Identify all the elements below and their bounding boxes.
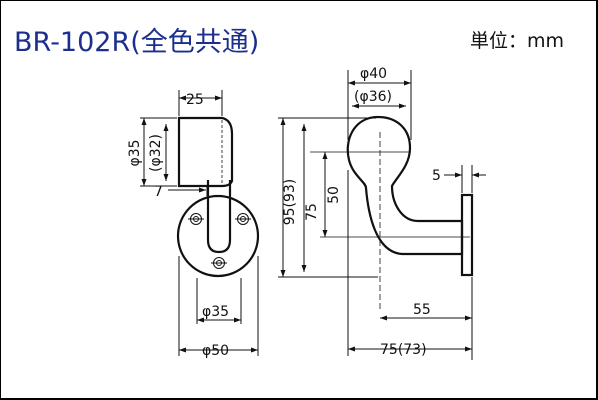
side-mid-height-label: 75	[304, 203, 320, 221]
front-height-label: φ35	[127, 139, 143, 166]
front-width-label: 25	[186, 92, 204, 108]
side-reach-label: 55	[413, 302, 431, 318]
product-title: BR-102R(全色共通)	[14, 27, 260, 58]
side-wall-plate	[460, 193, 474, 277]
front-base-disc	[176, 194, 260, 278]
dim-side-total-height	[278, 117, 378, 278]
front-screw-hole-left	[188, 213, 204, 225]
front-height-sub-label: (φ32)	[148, 134, 164, 172]
side-total-height-label: 95(93)	[282, 179, 298, 226]
front-head	[177, 116, 234, 188]
front-base-label: φ50	[202, 343, 229, 359]
side-width-label: φ40	[360, 66, 387, 82]
dim-side-plate	[444, 165, 486, 193]
dim-front-offset	[168, 186, 208, 196]
side-total-depth-label: 75(73)	[380, 342, 427, 358]
front-offset-label: 7	[154, 184, 163, 200]
dim-front-width	[178, 90, 223, 116]
dim-side-width	[347, 70, 412, 140]
unit-label: 単位：mm	[470, 30, 565, 52]
dim-front-base	[178, 256, 259, 356]
side-view: φ40 (φ36) 5	[278, 66, 486, 360]
front-stem	[206, 180, 232, 254]
dim-side-total-depth	[347, 170, 472, 356]
front-screw-hole-right	[235, 213, 251, 225]
side-plate-label: 5	[432, 168, 441, 184]
side-bracket-body	[346, 115, 464, 256]
side-inner-height-label: 50	[326, 186, 342, 204]
dim-front-stem	[196, 278, 242, 324]
side-width-sub-label: (φ36)	[354, 89, 392, 105]
front-screw-hole-bottom	[211, 257, 227, 269]
dim-side-inner-height	[322, 152, 328, 237]
dim-side-reach	[380, 277, 473, 360]
dim-front-height	[140, 117, 177, 187]
front-view: 25 φ35 (φ32) 7	[127, 90, 260, 359]
front-stem-label: φ35	[202, 304, 229, 320]
